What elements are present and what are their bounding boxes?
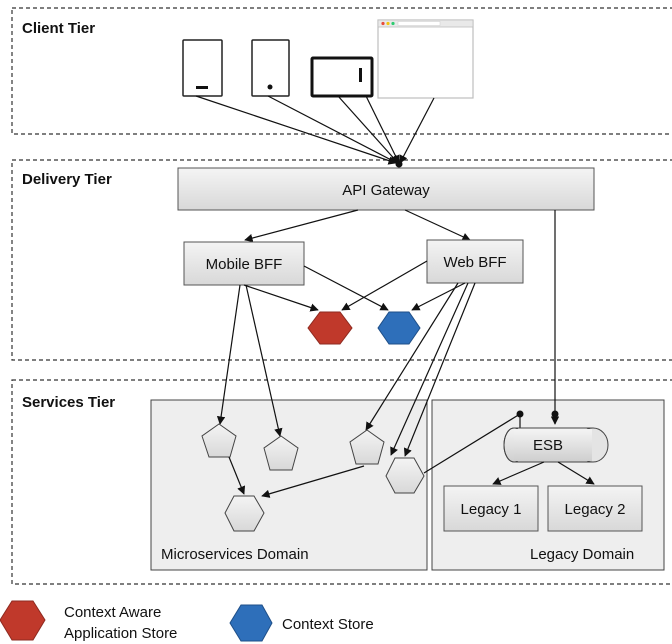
- client-tier-frame: [11, 7, 672, 135]
- client-tier-title: Client Tier: [22, 20, 95, 37]
- service-1-to-service-5-arrow: [228, 456, 246, 495]
- microservice-4-hexagon: [385, 457, 425, 494]
- esb-to-legacy-1-arrow: [492, 461, 545, 485]
- legend-context-aware-label-line2: Application Store: [64, 625, 177, 642]
- legacy-domain-box: [431, 399, 665, 571]
- mobile-bff-box: Mobile BFF: [183, 241, 305, 286]
- gateway-to-web-bff-arrow: [404, 209, 471, 241]
- legacy-2-box: Legacy 2: [547, 485, 643, 532]
- esb-cylinder: ESB: [503, 427, 609, 463]
- mobile-bff-to-service-1-arrow: [216, 284, 241, 425]
- microservice-3-pentagon: [349, 429, 385, 465]
- mobile-bff-to-service-2-arrow: [245, 284, 283, 437]
- mobile-bff-to-context-aware-arrow: [243, 284, 319, 312]
- service-4-to-esb-connection: [423, 413, 521, 474]
- web-bff-to-service-3-arrow: [365, 282, 459, 431]
- api-gateway-box: API Gateway: [177, 167, 595, 211]
- services-tier-title: Services Tier: [22, 394, 115, 411]
- legend-context-store-label: Context Store: [282, 616, 374, 633]
- web-bff-to-context-aware-arrow: [341, 260, 428, 311]
- microservice-5-hexagon: [224, 495, 265, 532]
- legend-context-aware-label-line1: Context Aware: [64, 604, 161, 621]
- legacy-1-label: Legacy 1: [461, 501, 522, 518]
- web-bff-to-service-4-arrow: [390, 282, 469, 456]
- api-gateway-label: API Gateway: [342, 182, 430, 199]
- microservices-domain-label: Microservices Domain: [161, 546, 309, 563]
- gateway-to-mobile-bff-arrow: [244, 209, 359, 243]
- mobile-bff-label: Mobile BFF: [206, 256, 283, 273]
- delivery-tier-title: Delivery Tier: [22, 171, 112, 188]
- legacy-1-box: Legacy 1: [443, 485, 539, 532]
- legacy-2-label: Legacy 2: [565, 501, 626, 518]
- services-tier-frame: [11, 379, 672, 585]
- web-bff-box: Web BFF: [426, 239, 524, 284]
- web-bff-to-service-5-arrow: [403, 282, 476, 457]
- legend-context-aware-hexagon: [0, 600, 46, 641]
- mobile-bff-to-context-store-arrow: [303, 265, 389, 311]
- client-gateway-connections: [195, 95, 435, 168]
- legacy-domain-label: Legacy Domain: [530, 546, 634, 563]
- esb-to-legacy-2-arrow: [557, 461, 595, 485]
- microservices-domain-box: [150, 399, 428, 571]
- web-bff-to-context-store-arrow: [411, 282, 466, 311]
- web-bff-label: Web BFF: [443, 254, 506, 271]
- microservice-1-pentagon: [201, 423, 237, 458]
- context-store-hexagon: [377, 311, 421, 345]
- browser-window-icon: [377, 19, 474, 99]
- context-aware-store-hexagon: [307, 311, 353, 345]
- phone-device-icon-2: [251, 39, 290, 97]
- phone-device-icon: [182, 39, 223, 97]
- tablet-device-icon: [310, 56, 374, 98]
- legend-context-store-hexagon: [229, 604, 273, 642]
- microservice-2-pentagon: [263, 435, 299, 471]
- esb-label: ESB: [533, 437, 563, 454]
- service-3-to-service-5-arrow: [261, 465, 365, 498]
